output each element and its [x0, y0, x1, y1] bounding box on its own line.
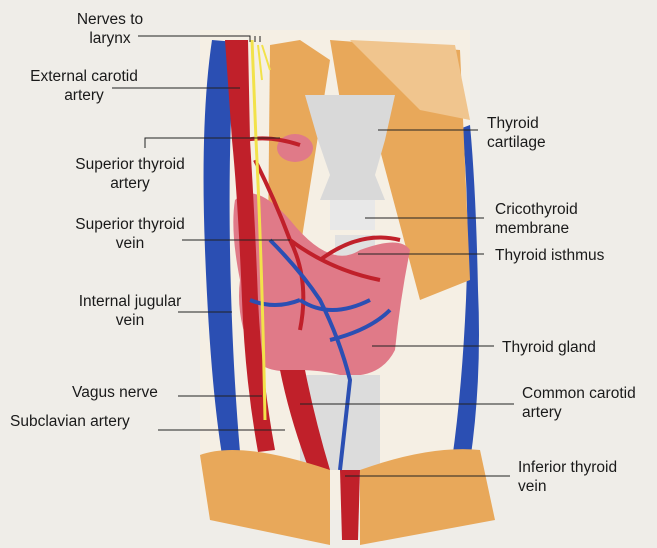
label-line: Nerves to	[55, 10, 165, 29]
label-line: Inferior thyroid	[518, 458, 617, 477]
label-line: Internal jugular	[60, 292, 200, 311]
label-line: vein	[518, 477, 617, 496]
label-thyroid-isthmus: Thyroid isthmus	[495, 246, 604, 265]
label-line: artery	[14, 86, 154, 105]
label-cricothyroid-membrane: Cricothyroid membrane	[495, 200, 578, 238]
label-line: vein	[60, 311, 200, 330]
left-sternocleidomastoid	[200, 450, 330, 545]
label-line: Superior thyroid	[60, 215, 200, 234]
label-thyroid-cartilage: Thyroid cartilage	[487, 114, 546, 152]
thyroid-pyramidal-lobe	[277, 134, 313, 162]
label-external-carotid-artery: External carotid artery	[14, 67, 154, 105]
label-line: Superior thyroid	[60, 155, 200, 174]
label-line: Subclavian artery	[10, 412, 130, 431]
label-line: membrane	[495, 219, 578, 238]
label-line: Vagus nerve	[55, 383, 175, 402]
cricothyroid-membrane-shape	[330, 200, 375, 230]
label-line: cartilage	[487, 133, 546, 152]
label-line: Thyroid gland	[502, 338, 596, 357]
label-thyroid-gland: Thyroid gland	[502, 338, 596, 357]
label-line: artery	[60, 174, 200, 193]
label-superior-thyroid-vein: Superior thyroid vein	[60, 215, 200, 253]
label-line: Thyroid	[487, 114, 546, 133]
lower-artery-shape	[340, 470, 360, 540]
label-line: artery	[522, 403, 636, 422]
label-nerves-to-larynx: Nerves to larynx	[55, 10, 165, 48]
label-subclavian-artery: Subclavian artery	[10, 412, 130, 431]
label-internal-jugular-vein: Internal jugular vein	[60, 292, 200, 330]
label-line: External carotid	[14, 67, 154, 86]
label-line: vein	[60, 234, 200, 253]
label-vagus-nerve: Vagus nerve	[55, 383, 175, 402]
label-inferior-thyroid-vein: Inferior thyroid vein	[518, 458, 617, 496]
label-common-carotid-artery: Common carotid artery	[522, 384, 636, 422]
label-superior-thyroid-artery: Superior thyroid artery	[60, 155, 200, 193]
label-line: larynx	[55, 29, 165, 48]
label-line: Common carotid	[522, 384, 636, 403]
label-line: Thyroid isthmus	[495, 246, 604, 265]
right-sternocleidomastoid	[360, 449, 495, 545]
label-line: Cricothyroid	[495, 200, 578, 219]
